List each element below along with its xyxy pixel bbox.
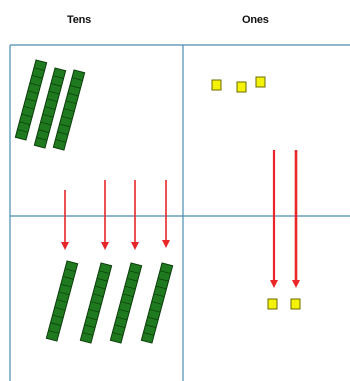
tens-column-header: Tens bbox=[67, 14, 92, 26]
ten-rod-bottom-2 bbox=[79, 262, 113, 344]
ten-rod-segment-line bbox=[92, 293, 104, 298]
ten-rod-segment-line bbox=[36, 137, 48, 141]
ten-rod-segment-line bbox=[98, 270, 110, 274]
ten-rod-segment-line bbox=[124, 285, 136, 290]
ten-rod-segment-line bbox=[48, 90, 60, 95]
ten-rod-segment-line bbox=[82, 332, 94, 336]
top-tens-group bbox=[14, 59, 86, 151]
ten-rod-segment-line bbox=[147, 316, 159, 321]
ten-rod-segment-line bbox=[54, 306, 66, 311]
ones-arrow-1 bbox=[270, 150, 278, 288]
ten-rod-segment-line bbox=[69, 85, 81, 89]
ten-rod-segment-line bbox=[90, 301, 102, 305]
ten-rod-segment-line bbox=[50, 83, 62, 87]
ten-rod-segment-line bbox=[143, 332, 155, 336]
ten-rod-segment-line bbox=[60, 283, 72, 288]
ten-rod-segment-line bbox=[149, 308, 161, 313]
arrow-head bbox=[101, 242, 109, 250]
ten-rod-segment-line bbox=[84, 324, 96, 328]
ten-rod-segment-line bbox=[157, 278, 169, 282]
ten-rod-segment-line bbox=[50, 322, 62, 326]
ten-rod-top-3 bbox=[52, 69, 86, 151]
ten-rod-segment-line bbox=[65, 100, 77, 105]
ten-rod-bottom-3 bbox=[109, 262, 143, 344]
ten-rod-segment-line bbox=[59, 123, 71, 128]
ten-rod-segment-line bbox=[86, 316, 98, 321]
ten-rod-segment-line bbox=[61, 115, 73, 120]
top-ones-group bbox=[211, 76, 266, 93]
arrow-head bbox=[61, 242, 69, 250]
ten-rod-segment-line bbox=[118, 308, 130, 313]
tens-arrow-2 bbox=[101, 180, 109, 250]
ten-rod-segment-line bbox=[42, 113, 54, 118]
ten-rod-segment-line bbox=[46, 98, 58, 103]
ten-rod-segment-line bbox=[145, 324, 157, 328]
one-cube-bottom-1 bbox=[267, 298, 278, 310]
tens-arrow-4 bbox=[162, 180, 170, 248]
place-value-grid bbox=[9, 44, 350, 381]
ten-rod-segment-line bbox=[19, 121, 31, 125]
bottom-ones-group bbox=[267, 298, 301, 310]
arrow-head bbox=[162, 240, 170, 248]
ten-rod-segment-line bbox=[58, 291, 70, 296]
ten-rod-segment-line bbox=[153, 293, 165, 298]
ten-rod-segment-line bbox=[67, 92, 79, 97]
ten-rod-segment-line bbox=[23, 105, 35, 110]
ten-rod-segment-line bbox=[17, 129, 29, 133]
ten-rod-segment-line bbox=[128, 270, 140, 274]
ten-rod-segment-line bbox=[122, 293, 134, 298]
ten-rod-segment-line bbox=[31, 75, 43, 79]
ten-rod-bottom-1 bbox=[45, 260, 79, 342]
ten-rod-segment-line bbox=[25, 98, 37, 102]
ten-rod-top-2 bbox=[33, 67, 67, 149]
ones-column-header: Ones bbox=[242, 14, 269, 26]
one-cube-top-2 bbox=[236, 81, 247, 93]
bottom-tens-group bbox=[45, 260, 174, 344]
ten-rod-segment-line bbox=[44, 106, 56, 110]
arrow-head bbox=[292, 280, 300, 288]
ten-rod-segment-line bbox=[52, 75, 64, 79]
tens-arrow-3 bbox=[131, 180, 139, 250]
ten-rod-segment-line bbox=[40, 121, 52, 126]
ten-rod-segment-line bbox=[56, 299, 68, 303]
ten-rod-segment-line bbox=[126, 278, 138, 282]
ten-rod-segment-line bbox=[38, 129, 50, 133]
ten-rod-top-1 bbox=[14, 59, 48, 141]
ten-rod-bottom-4 bbox=[140, 262, 174, 344]
ten-rod-segment-line bbox=[48, 330, 60, 334]
ones-arrow-2 bbox=[292, 150, 300, 288]
one-cube-bottom-2 bbox=[290, 298, 301, 310]
ten-rod-segment-line bbox=[96, 278, 108, 282]
ten-rod-segment-line bbox=[57, 131, 69, 135]
ten-rod-segment-line bbox=[29, 82, 41, 87]
arrow-head bbox=[270, 280, 278, 288]
ten-rod-segment-line bbox=[63, 108, 75, 112]
ten-rod-segment-line bbox=[55, 139, 67, 143]
ten-rod-segment-line bbox=[94, 285, 106, 290]
one-cube-top-3 bbox=[255, 76, 266, 88]
ten-rod-segment-line bbox=[27, 90, 39, 95]
ten-rod-segment-line bbox=[33, 67, 45, 71]
ten-rod-segment-line bbox=[88, 308, 100, 313]
ten-rod-segment-line bbox=[21, 113, 33, 118]
one-cube-top-1 bbox=[211, 79, 222, 91]
ten-rod-segment-line bbox=[64, 268, 76, 272]
ten-rod-segment-line bbox=[155, 285, 167, 290]
ten-rod-segment-line bbox=[62, 276, 74, 280]
ten-rod-segment-line bbox=[112, 332, 124, 336]
ten-rod-segment-line bbox=[114, 324, 126, 328]
ten-rod-segment-line bbox=[120, 301, 132, 305]
tens-arrow-1 bbox=[61, 190, 69, 250]
ten-rod-segment-line bbox=[52, 314, 64, 319]
ten-rod-segment-line bbox=[116, 316, 128, 321]
regroup-arrows bbox=[61, 150, 300, 288]
arrow-head bbox=[131, 242, 139, 250]
ten-rod-segment-line bbox=[151, 301, 163, 305]
ten-rod-segment-line bbox=[159, 270, 171, 274]
ten-rod-segment-line bbox=[71, 77, 83, 81]
